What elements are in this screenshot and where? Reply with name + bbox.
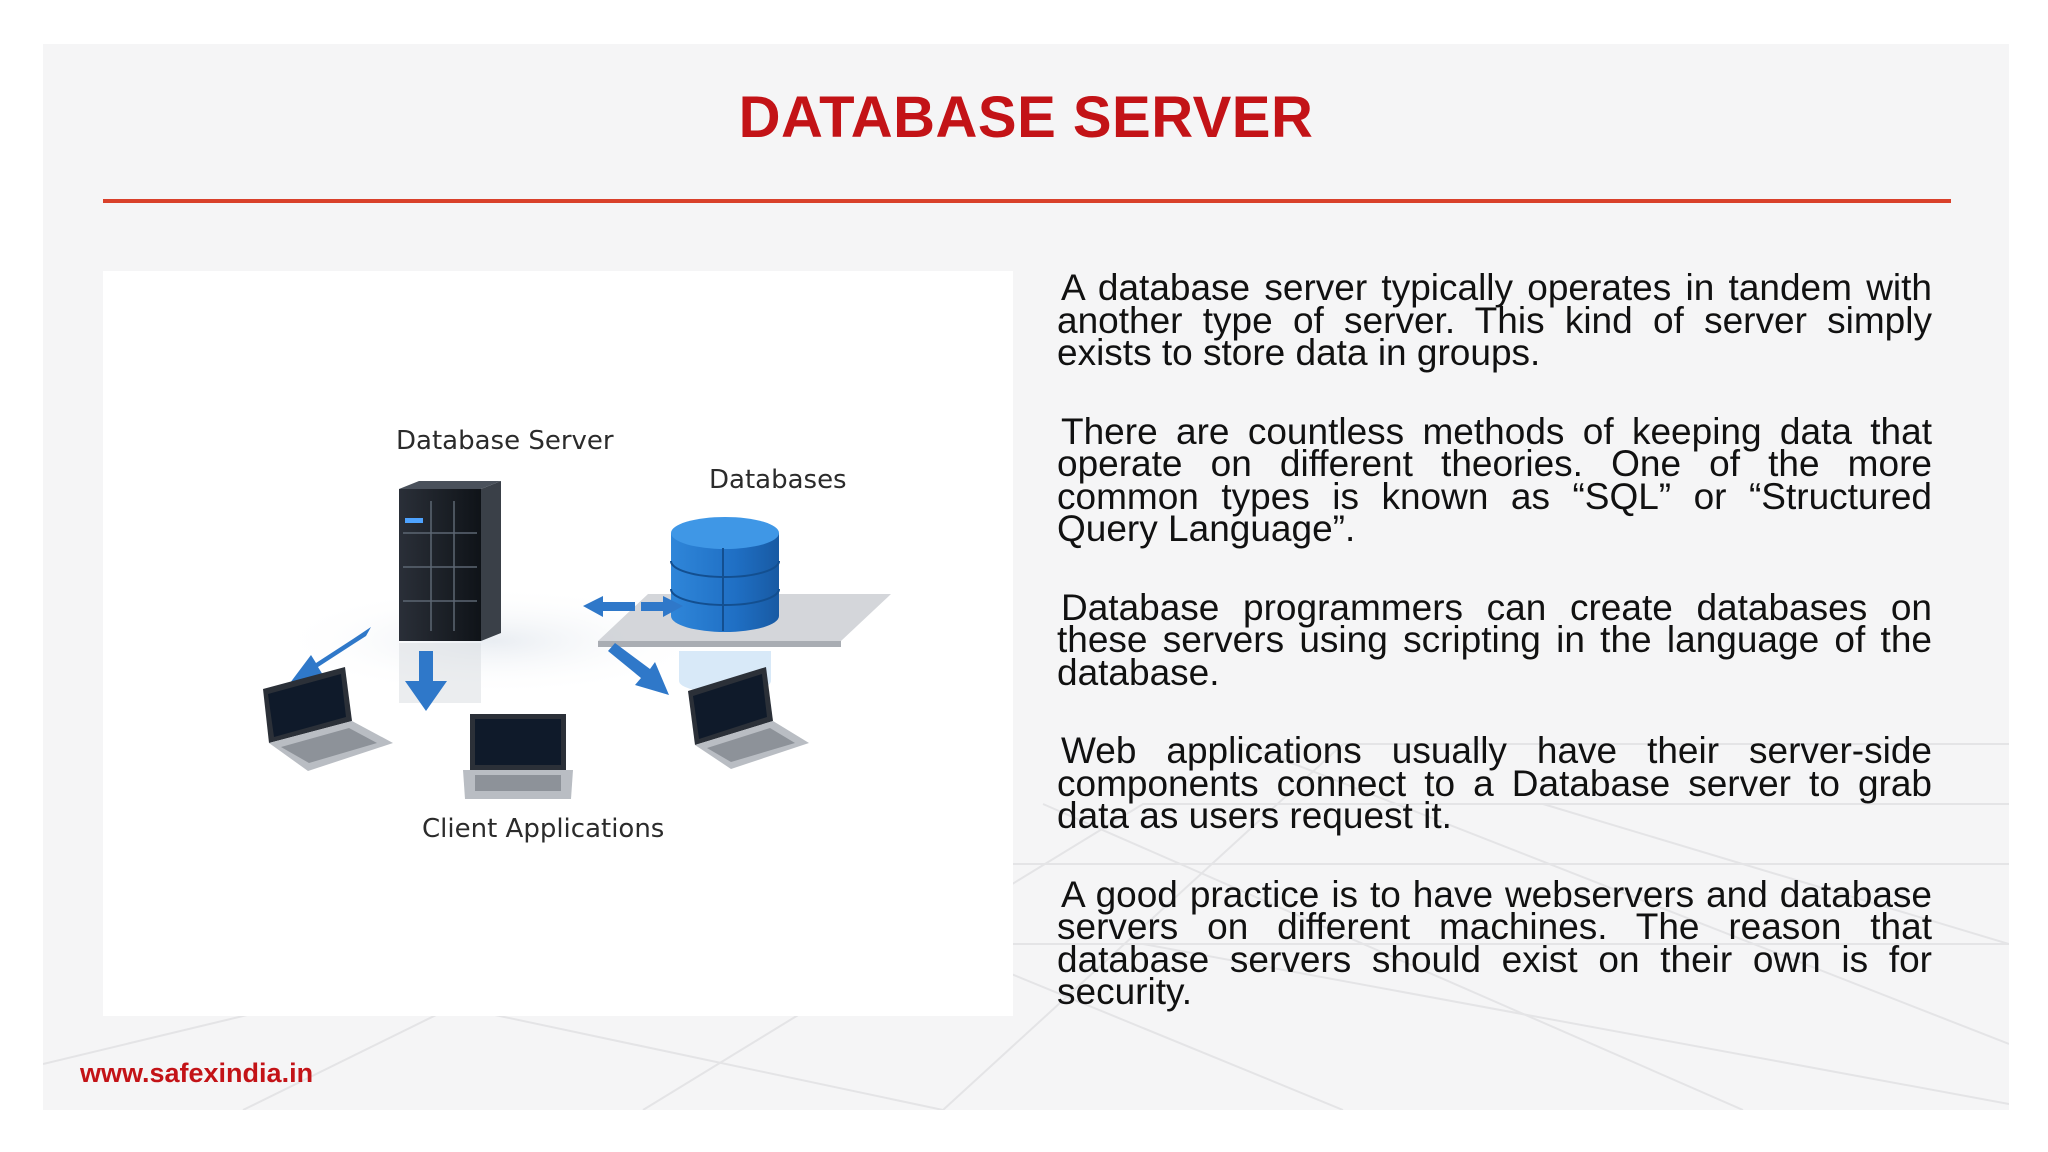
laptop-icon [688,667,809,769]
database-server-label: Database Server [396,426,614,456]
slide-title: DATABASE SERVER [738,85,1314,150]
paragraph: There are countless methods of keeping d… [1057,410,1932,549]
database-server-diagram: Database Server Databases Client Applica… [103,271,1013,1016]
diagram-graphic [263,481,891,799]
arrow-icon [290,627,669,711]
arrow-icon [583,596,683,617]
server-tower-icon [399,481,501,703]
client-applications-label: Client Applications [422,814,665,844]
text-column: A database server typically operates in … [1057,267,1932,1055]
paragraph: A database server typically operates in … [1057,267,1932,373]
paragraph: A good practice is to have webservers an… [1057,873,1932,1012]
title-divider [103,199,1951,203]
databases-label: Databases [709,465,847,495]
laptop-icon [463,714,573,799]
footer-website-link[interactable]: www.safexindia.in [80,1058,314,1088]
paragraph: Web applications usually have their serv… [1057,730,1932,836]
slide: DATABASE SERVER [43,44,2009,1110]
paragraph: Database programmers can create database… [1057,586,1932,693]
laptop-icon [263,667,393,771]
